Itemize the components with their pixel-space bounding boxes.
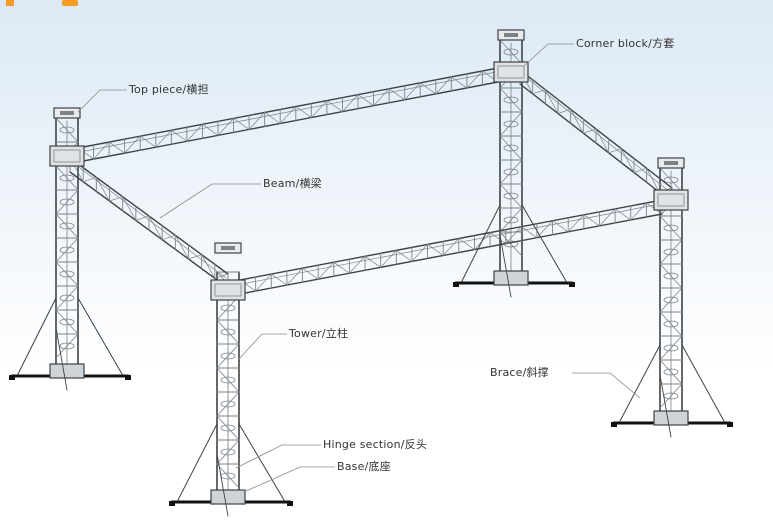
beam-front bbox=[239, 199, 663, 295]
base-front-right bbox=[169, 423, 293, 517]
base-front-left bbox=[9, 297, 131, 391]
leader-beam bbox=[159, 183, 261, 219]
leader-tower bbox=[237, 333, 287, 361]
top-piece-back-right bbox=[657, 157, 685, 169]
leader-base bbox=[243, 466, 335, 493]
label-tower: Tower/立柱 bbox=[289, 327, 349, 340]
corner-block-front-left bbox=[49, 145, 85, 167]
base-back-right bbox=[611, 344, 733, 438]
corner-accent-mark bbox=[6, 0, 78, 6]
top-piece-back-left bbox=[497, 29, 525, 41]
leader-brace bbox=[572, 372, 641, 399]
base-back-left bbox=[453, 204, 575, 298]
top-piece-front-right bbox=[214, 242, 242, 254]
truss-structure bbox=[9, 29, 733, 517]
leader-hinge-section bbox=[235, 444, 321, 469]
leader-corner-block bbox=[523, 43, 574, 67]
top-piece-front-left bbox=[53, 107, 81, 119]
label-top-piece: Top piece/横担 bbox=[129, 83, 209, 96]
beam-right bbox=[519, 69, 673, 203]
corner-block-back-right bbox=[653, 189, 689, 211]
corner-block-back-left bbox=[493, 61, 529, 83]
label-base: Base/底座 bbox=[337, 460, 391, 473]
beam-left bbox=[69, 157, 229, 289]
leader-lines bbox=[77, 43, 641, 493]
label-beam: Beam/横梁 bbox=[263, 177, 322, 190]
label-corner-block: Corner block/方套 bbox=[576, 37, 675, 50]
label-brace: Brace/斜撑 bbox=[490, 366, 549, 379]
label-hinge-section: Hinge section/反头 bbox=[323, 438, 428, 451]
tower-front-right bbox=[216, 271, 240, 495]
leader-top-piece bbox=[77, 89, 127, 113]
corner-block-front-right bbox=[210, 279, 246, 301]
